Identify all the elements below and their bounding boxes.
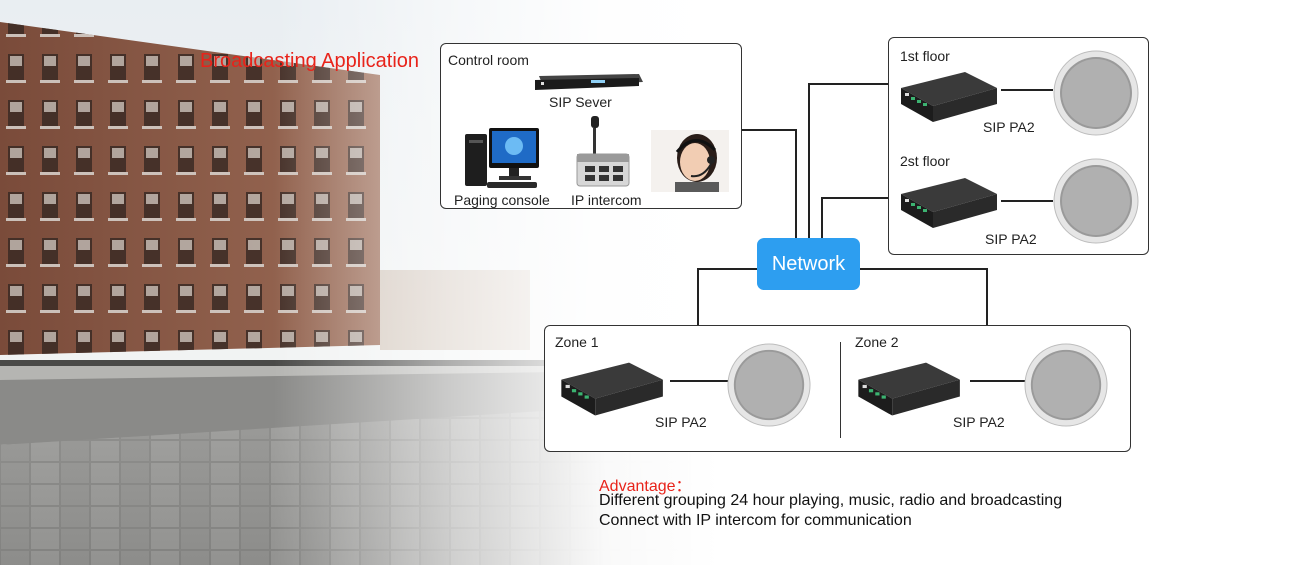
sip-server-label: SIP Sever xyxy=(549,94,612,110)
line-floor-1 xyxy=(808,83,897,238)
floor-1-device-label: SIP PA2 xyxy=(983,119,1035,135)
zones-box: Zone 1 Zone 2 SIP PA2 SIP PA2 xyxy=(544,325,1131,452)
floor-2-title: 2st floor xyxy=(900,153,950,169)
sip-amplifier-icon xyxy=(858,362,960,416)
zone-1-device-label: SIP PA2 xyxy=(655,414,707,430)
advantage-line-2: Connect with IP intercom for communicati… xyxy=(599,512,912,529)
ceiling-speaker-icon xyxy=(1053,50,1139,136)
control-room-box: Control room SIP Sever Paging console IP… xyxy=(440,43,742,209)
line-zone-left xyxy=(697,268,757,325)
ip-intercom-label: IP intercom xyxy=(571,192,642,208)
line-control-room xyxy=(742,129,797,238)
operator-headset-photo xyxy=(651,130,729,192)
ceiling-speaker-icon xyxy=(727,343,811,427)
zone-1-title: Zone 1 xyxy=(555,334,599,350)
control-room-title: Control room xyxy=(448,52,529,68)
floor-2-link xyxy=(1001,200,1053,202)
rack-server-icon xyxy=(535,74,643,90)
desk-microphone-icon xyxy=(576,116,630,187)
ceiling-speaker-icon xyxy=(1024,343,1108,427)
zone-1-link xyxy=(670,380,728,382)
floor-1-link xyxy=(1001,89,1053,91)
zone-divider xyxy=(840,342,841,438)
line-zone-right xyxy=(860,268,988,325)
paging-console-label: Paging console xyxy=(454,192,550,208)
ceiling-speaker-icon xyxy=(1053,158,1139,244)
advantage-line-1: Different grouping 24 hour playing, musi… xyxy=(599,492,1063,509)
floors-box: 1st floor 2st floor SIP PA2 SIP PA2 xyxy=(888,37,1149,255)
advantage-title: Advantage： xyxy=(599,478,692,495)
zone-2-device-label: SIP PA2 xyxy=(953,414,1005,430)
zone-2-title: Zone 2 xyxy=(855,334,899,350)
sip-amplifier-icon xyxy=(561,362,663,416)
page-title: Broadcasting Application xyxy=(200,50,420,72)
zone-2-link xyxy=(970,380,1026,382)
sip-amplifier-icon xyxy=(901,72,997,122)
line-floor-2 xyxy=(821,197,897,238)
computer-monitor-icon xyxy=(465,128,539,188)
sip-amplifier-icon xyxy=(901,178,997,228)
floor-2-device-label: SIP PA2 xyxy=(985,231,1037,247)
floor-1-title: 1st floor xyxy=(900,48,950,64)
network-node: Network xyxy=(757,238,860,290)
